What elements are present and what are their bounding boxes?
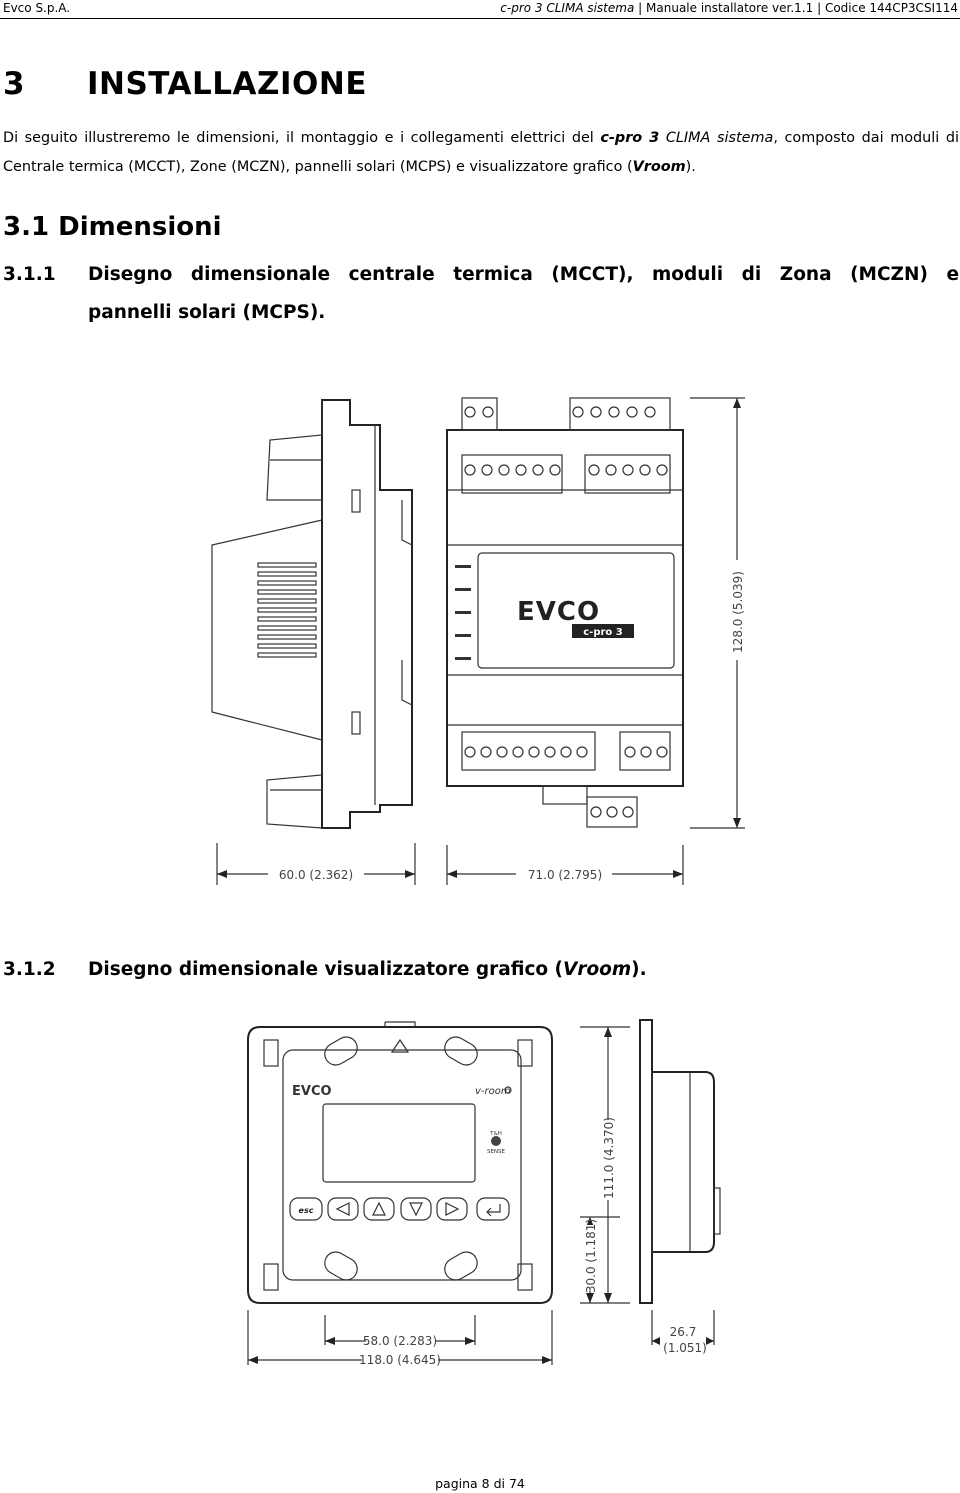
esc-label: esc [299, 1206, 314, 1215]
terminal-screws [464, 406, 668, 818]
page-header: Evco S.p.A. c-pro 3 CLIMA sistema | Manu… [0, 0, 960, 19]
down-button[interactable] [400, 1197, 432, 1221]
sensor-label: T&H [489, 1131, 502, 1137]
intro-text: Di seguito illustreremo le dimensioni, i… [3, 130, 601, 146]
enter-icon [486, 1204, 501, 1217]
vroom-display [322, 1103, 476, 1183]
figure-1-number: 3.1.1 [3, 264, 56, 285]
vroom-front-view: EVCO v-room T&H SENSE esc [247, 1021, 553, 1304]
arrow-up-icon [372, 1201, 386, 1216]
intro-text: , composto dai moduli di Centrale termic… [3, 130, 960, 175]
intro-product-name: CLIMA sistema [659, 130, 774, 146]
page-footer: pagina 8 di 74 [435, 1476, 525, 1491]
vroom-logo-brand: EVCO [292, 1084, 332, 1099]
figure-1-dimensions: 60.0 (2.362) 71.0 (2.795) 128.0 (5.039) [216, 397, 746, 885]
led-indicators [455, 565, 471, 660]
dim-inner-height: 30.0 (1.181) [584, 1219, 598, 1293]
header-separator: | [817, 1, 822, 15]
dim-height: 128.0 (5.039) [731, 571, 745, 653]
left-button[interactable] [327, 1197, 359, 1221]
arrow-left-icon [335, 1202, 350, 1216]
dim-width-side: 60.0 (2.362) [279, 868, 353, 882]
esc-button[interactable] [289, 1197, 323, 1221]
front-view: EVCO c-pro 3 [446, 397, 684, 828]
mounting-slots [324, 1036, 478, 1281]
subsection-number: 3.1 [3, 212, 50, 242]
header-company: Evco S.p.A. [3, 1, 71, 15]
figure-2-drawing: EVCO v-room T&H SENSE esc [247, 1019, 721, 1367]
figure-2-number: 3.1.2 [3, 959, 56, 980]
figure-2-title-vroom: Vroom [563, 959, 632, 980]
arrow-down-icon [409, 1202, 423, 1217]
subsection-title-text: Dimensioni [58, 212, 222, 242]
dim-inner-width: 58.0 (2.283) [363, 1334, 437, 1348]
up-button[interactable] [363, 1197, 395, 1221]
header-manual: Manuale installatore ver.1.1 [646, 1, 814, 15]
dim-height: 111.0 (4.370) [602, 1117, 616, 1199]
figure-2-title-text: ). [631, 959, 647, 980]
figure-1-heading: 3.1.1 Disegno dimensionale centrale term… [3, 264, 959, 334]
enter-button[interactable] [476, 1197, 510, 1221]
header-separator: | [638, 1, 643, 15]
figure-2-title-text: Disegno dimensionale visualizzatore graf… [88, 959, 564, 980]
logo-brand: EVCO [517, 597, 600, 627]
arrow-right-icon [445, 1202, 460, 1216]
vroom-logo-model: v-room [475, 1086, 511, 1097]
vroom-side-view [639, 1019, 721, 1304]
intro-text: ). [685, 159, 696, 175]
figure-1-title-line2: pannelli solari (MCPS). [88, 302, 326, 323]
right-button[interactable] [436, 1197, 468, 1221]
dim-depth-inch: (1.051) [663, 1341, 707, 1355]
vent-slots [257, 562, 317, 658]
sensor-label: SENSE [487, 1149, 506, 1155]
header-code: Codice 144CP3CSI114 [824, 1, 958, 15]
dim-width-front: 71.0 (2.795) [528, 868, 602, 882]
side-view [211, 399, 413, 829]
intro-vroom: Vroom [632, 159, 686, 175]
logo-model: c-pro 3 [583, 627, 623, 638]
subsection-title: 3.1 Dimensioni [3, 212, 222, 242]
section-title-text: INSTALLAZIONE [87, 66, 368, 102]
figure-1-drawing: EVCO c-pro 3 60.0 (2.362) 71.0 (2.795) 1… [211, 397, 746, 885]
evco-logo: EVCO c-pro 3 [517, 597, 634, 638]
header-product: c-pro 3 CLIMA sistema [500, 1, 635, 15]
section-title: 3 INSTALLAZIONE [3, 66, 367, 102]
header-right: c-pro 3 CLIMA sistema | Manuale installa… [500, 1, 958, 15]
dim-outer-width: 118.0 (4.645) [359, 1353, 441, 1367]
vroom-keypad: esc [289, 1197, 510, 1221]
intro-paragraph: Di seguito illustreremo le dimensioni, i… [3, 124, 959, 182]
figure-2-title: Disegno dimensionale visualizzatore graf… [88, 959, 647, 980]
section-number: 3 [3, 66, 26, 102]
figure-1-title-line1: Disegno dimensionale centrale termica (M… [88, 264, 959, 285]
intro-product: c-pro 3 [600, 130, 660, 146]
figure-2-dimensions: 58.0 (2.283) 118.0 (4.645) 111.0 (4.370)… [247, 1026, 715, 1367]
side-clips [263, 1039, 533, 1291]
dim-depth: 26.7 [670, 1325, 697, 1339]
